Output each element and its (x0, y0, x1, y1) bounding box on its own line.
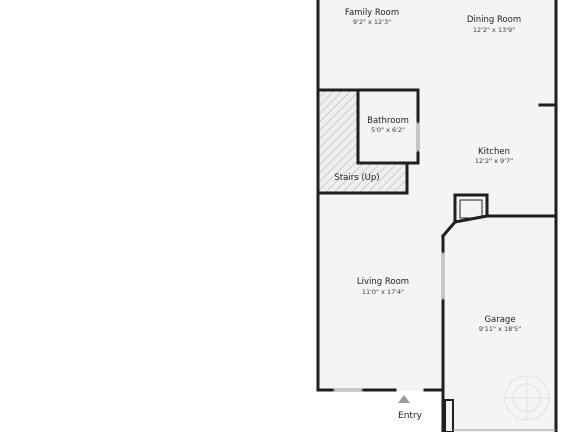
watermark-logo (504, 375, 550, 421)
entry-arrow-icon (398, 395, 410, 403)
kitchen-dims: 12'2" x 9'7" (475, 157, 513, 165)
bathroom-name: Bathroom (367, 116, 409, 126)
stairs-name: Stairs (Up) (334, 173, 379, 183)
kitchen-closet-inner (459, 199, 483, 219)
dining-room-dims: 12'2" x 13'9" (473, 26, 515, 34)
family-room-dims: 9'2" x 12'3" (353, 18, 391, 26)
walls (316, 0, 558, 432)
family-room-name: Family Room (345, 8, 399, 18)
kitchen-name: Kitchen (478, 147, 510, 157)
garage-floor (443, 216, 556, 432)
dining-room-name: Dining Room (467, 15, 521, 25)
wall-garage-diagonal (440, 219, 458, 239)
bathroom-dims: 5'0" x 6'2" (371, 126, 405, 134)
entry-label: Entry (398, 411, 423, 421)
garage-dims: 9'11" x 18'5" (479, 325, 521, 333)
floor-areas (318, 0, 556, 432)
windows (333, 122, 556, 431)
living-room-name: Living Room (357, 277, 409, 287)
living-room-dims: 11'0" x 17'4" (362, 288, 404, 296)
garage-name: Garage (484, 315, 515, 325)
garage-door-pier (444, 399, 454, 432)
stairs-area (318, 90, 407, 193)
